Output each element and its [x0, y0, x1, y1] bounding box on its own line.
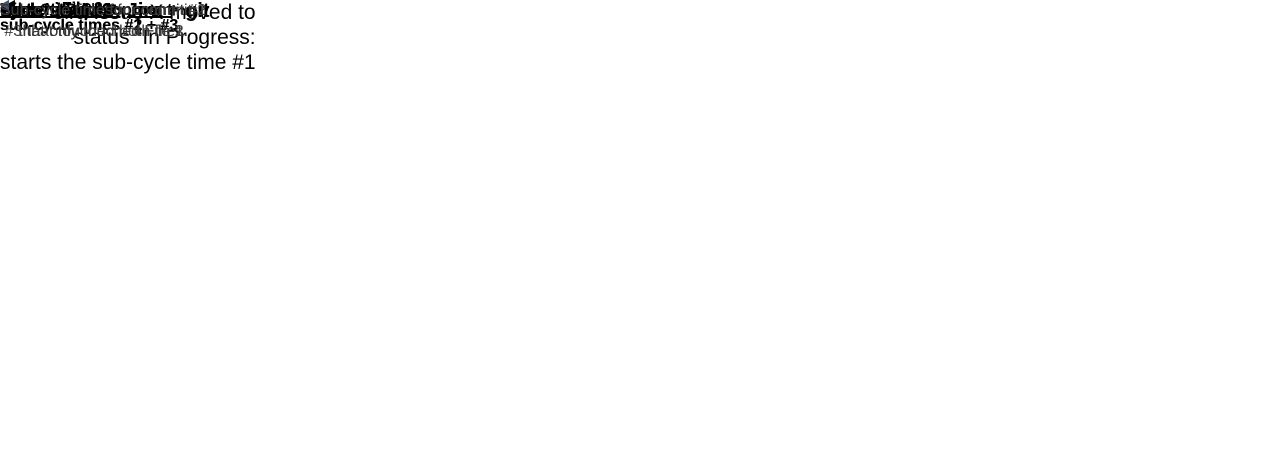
caption-subcycle-2-line-2: that only touched File 2. [18, 23, 189, 40]
file-2-total-formula-line-1: File 2 = [61, 0, 117, 17]
jira-issue-note-line-3: starts the sub-cycle time #1 [0, 51, 256, 74]
data-source-jira-git-label: Data source: Jira + git [0, 0, 210, 22]
file-2-row-label: File 2 [0, 0, 52, 23]
caption-subcycle-1-line-1: Sub-cycle time for commit #1 [0, 2, 207, 19]
file-1-total-formula-line-2: sub-cycle times #1 + #3 [0, 17, 179, 34]
time-in-development-title: Time-in-Development [0, 0, 173, 19]
caption-subcycle-1-line-2: that only touched File 1. [18, 23, 189, 40]
bar-label-cycle-time-2: cycle time #2 [0, 0, 113, 20]
commit-n-label: commit #N [0, 0, 96, 22]
data-source-jira-label: Data source: Jira [0, 0, 163, 22]
caption-subcycle-3-line-2: #3 that touched both files. [4, 23, 188, 40]
file-1-total-formula: File 1 = sub-cycle times #1 + #3 [0, 0, 178, 34]
caption-subcycle-2-line-1: Sub-cycle time for commit #2 [0, 2, 207, 19]
caption-subcycle-3: Sub-cycle times for commit #3 that touch… [0, 0, 192, 42]
bar-label-cycle-time-3-file2: cycle time #3 [0, 0, 113, 20]
jira-issue-note-line-2: status “In Progress: [73, 26, 256, 49]
jira-issue-note: Jira Issue X moved to status “In Progres… [0, 0, 256, 75]
file-1-total-formula-line-1: File 1 = [61, 0, 117, 17]
caption-subcycle-2: Sub-cycle time for commit #2 that only t… [0, 0, 206, 42]
commit-1-label: commit #1 [0, 0, 93, 22]
file-2-total-formula: File 2 = sub-cycle times #2 + #3 [0, 0, 178, 34]
commit-2-label: commit #2 [0, 0, 93, 22]
file-1-row-label: File 1 [0, 0, 52, 23]
bar-label-cycle-time-3-file1: cycle time #3 [0, 0, 113, 20]
file-2-total-formula-line-2: sub-cycle times #2 + #3 [0, 17, 179, 34]
jira-issue-note-line-1: Jira Issue X moved to [53, 1, 256, 24]
caption-subcycle-3-line-1: Sub-cycle times for commit [0, 2, 193, 19]
caption-subcycle-1: Sub-cycle time for commit #1 that only t… [0, 0, 206, 42]
bar-label-cycle-time-1: cycle time #1 [0, 0, 113, 20]
